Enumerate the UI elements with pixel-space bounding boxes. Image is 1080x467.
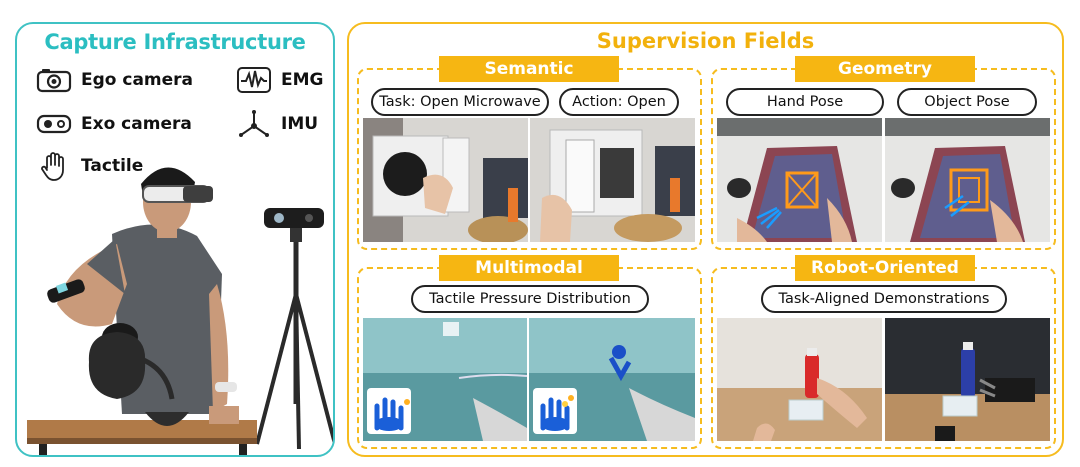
task-pill: Task: Open Microwave [371,88,549,116]
legend-tactile: Tactile [35,152,144,181]
legend-label: EMG [281,70,324,90]
legend-imu: IMU [235,110,318,138]
robot-oriented-tag: Robot-Oriented [795,255,975,281]
legend-label: IMU [281,114,319,134]
legend-emg: EMG [235,66,323,94]
camera-icon [35,66,73,94]
legend-ego-camera: Ego camera [35,66,193,94]
exo-camera-icon [35,110,73,138]
capture-infrastructure-panel: Capture Infrastructure Ego camera EMG [15,22,335,457]
multimodal-tag: Multimodal [439,255,619,281]
legend-label: Tactile [81,156,144,176]
table [27,420,257,455]
person [47,167,239,426]
legend-exo-camera: Exo camera [35,110,192,138]
geometry-tag: Geometry [795,56,975,82]
legend-label: Exo camera [81,114,192,134]
microwave-photo-right [530,118,695,242]
object-pose-pill: Object Pose [897,88,1037,116]
robot-photo-left [717,318,882,441]
emg-wave-icon [235,66,273,94]
supervision-title: Supervision Fields [596,29,815,53]
imu-axes-icon [235,110,273,138]
object-pose-photo [885,118,1050,242]
semantic-tag: Semantic [439,56,619,82]
tactile-photo-left [363,318,527,441]
hand-pose-photo [717,118,882,242]
tactile-pressure-pill: Tactile Pressure Distribution [411,285,649,313]
supervision-fields-panel: Supervision Fields Semantic Task: Open M… [347,22,1064,457]
legend-label: Ego camera [81,70,194,90]
task-aligned-pill: Task-Aligned Demonstrations [761,285,1007,313]
capture-scene-illustration [17,144,333,455]
hand-icon [35,152,73,181]
capture-title: Capture Infrastructure [44,30,306,54]
exo-camera-tripod [255,208,333,450]
hand-pose-pill: Hand Pose [726,88,884,116]
action-pill: Action: Open [559,88,679,116]
robot-photo-right [885,318,1050,441]
tactile-photo-right [529,318,695,441]
microwave-photo-left [363,118,528,242]
